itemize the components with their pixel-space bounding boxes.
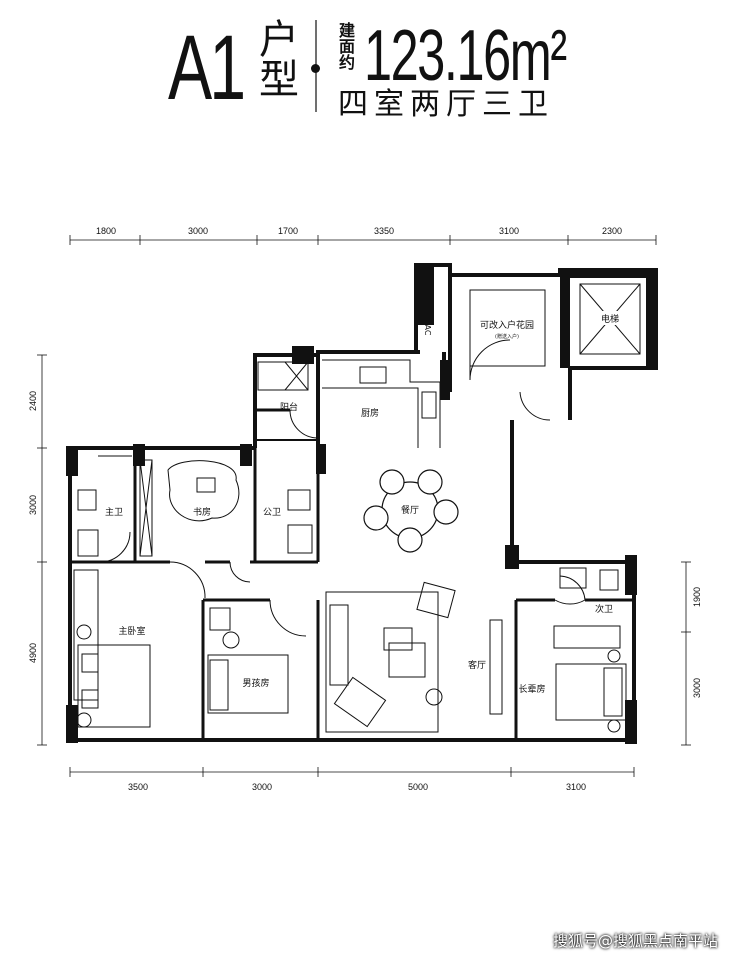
room-label-boys-room: 男孩房 (242, 677, 269, 689)
dim-top-5: 3100 (499, 226, 519, 236)
room-label-ac: AC (423, 325, 432, 336)
dim-top-6: 2300 (602, 226, 622, 236)
room-label-public-bath: 公卫 (263, 507, 281, 518)
dim-bottom-4: 3100 (566, 782, 586, 792)
structural-columns (66, 265, 656, 744)
dim-bottom-1: 3500 (128, 782, 148, 792)
dim-top-3: 1700 (278, 226, 298, 236)
master-bath-fixtures (77, 455, 132, 557)
room-label-entry-garden-note: (赠送入户) (495, 333, 519, 340)
title-unit: A1 (168, 17, 246, 119)
room-label-kitchen: 厨房 (361, 407, 379, 419)
title-type-label: 户型 (252, 18, 298, 98)
public-bath-fixtures (287, 489, 313, 554)
kitchen-counter (257, 359, 441, 448)
room-label-elder-room: 长辈房 (518, 683, 545, 695)
entry-garden-outline (469, 289, 551, 421)
door-swings (99, 409, 586, 637)
elder-room-bed (553, 625, 627, 733)
master-bed (73, 569, 151, 728)
room-label-entry-garden: 可改入户花园 (480, 319, 534, 331)
dim-top-2: 3000 (188, 226, 208, 236)
dim-left-1: 2400 (28, 391, 38, 411)
living-room-furniture (325, 581, 503, 733)
second-bath-fixtures (559, 567, 619, 601)
dimension-labels: 1800 3000 1700 3350 3100 2300 3500 3000 … (28, 226, 702, 792)
room-label-master-bedroom: 主卧室 (118, 625, 145, 637)
title-area-label: 建面约 (336, 22, 355, 70)
study-furniture (139, 459, 240, 557)
dim-bottom-2: 3000 (252, 782, 272, 792)
room-label-master-bath: 主卫 (105, 506, 123, 518)
dim-top-4: 3350 (374, 226, 394, 236)
dim-bottom-3: 5000 (408, 782, 428, 792)
room-label-living: 客厅 (468, 659, 486, 671)
dim-right-2: 3000 (692, 678, 702, 698)
room-label-balcony: 阳台 (280, 401, 298, 413)
title-area-value: 123.16m² (364, 16, 567, 96)
dim-left-2: 3000 (28, 495, 38, 515)
elevator-label-bg (592, 311, 628, 325)
dim-left-3: 4900 (28, 643, 38, 663)
dimension-lines (37, 235, 691, 777)
title-room-summary: 四室两厅三卫 (338, 87, 554, 122)
room-label-dining: 餐厅 (401, 504, 419, 516)
boys-room-bed (207, 607, 289, 714)
room-label-study: 书房 (193, 506, 211, 518)
dim-top-1: 1800 (96, 226, 116, 236)
room-label-elevator: 电梯 (601, 313, 619, 325)
room-label-second-bath: 次卫 (595, 603, 613, 615)
watermark: 搜狐号@搜狐黑点南平站 (552, 932, 718, 950)
dining-table (363, 469, 459, 553)
dim-right-1: 1900 (692, 587, 702, 607)
